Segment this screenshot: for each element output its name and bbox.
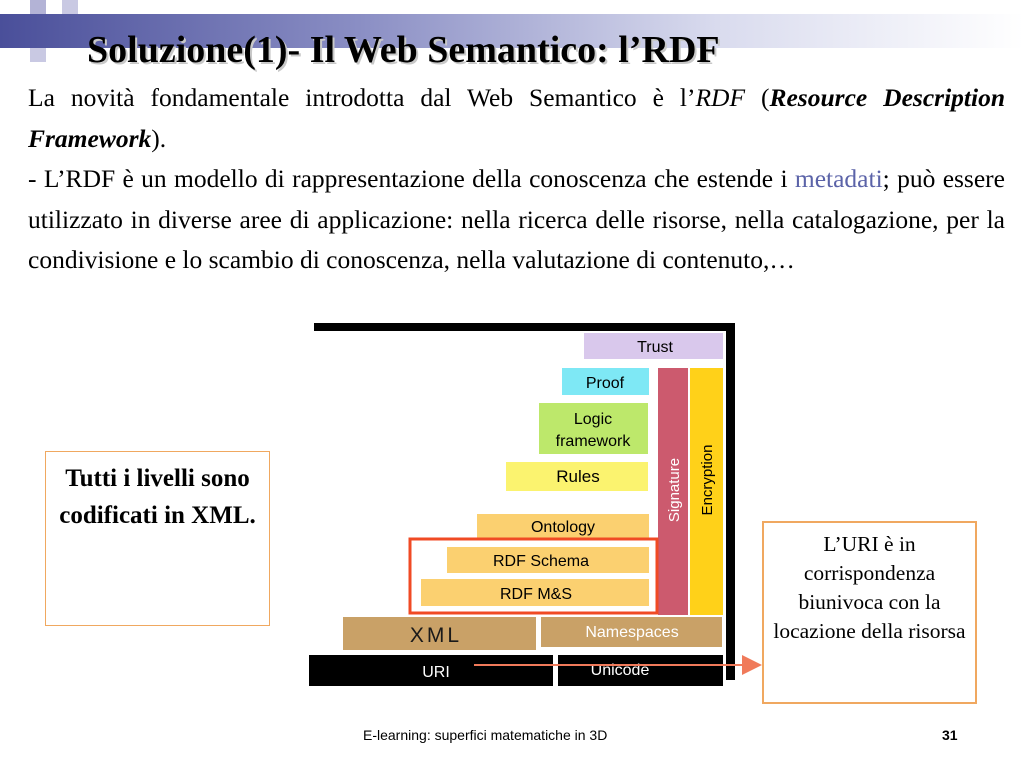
layer-trust-label: Trust — [637, 339, 673, 356]
layer-rules-label: Rules — [556, 467, 599, 486]
layer-xml — [343, 617, 536, 650]
layer-encryption-label: Encryption — [699, 445, 716, 516]
layer-signature — [658, 368, 688, 615]
layer-unicode-label: Unicode — [591, 662, 650, 679]
note-uri: L’URI è in corrispondenza biunivoca con … — [762, 521, 977, 704]
layer-xml-label: XML — [410, 624, 462, 647]
metadati-link[interactable]: metadati — [794, 164, 883, 193]
layer-logic-label-2: framework — [556, 433, 632, 450]
rdf-full-name: Resource Description Framework — [28, 83, 1006, 153]
rdf-term: RDF — [695, 83, 746, 112]
layer-namespaces — [541, 617, 722, 647]
decorative-square — [62, 0, 78, 16]
slide-title: Soluzione(1)- Il Web Semantico: l’RDF — [87, 29, 720, 71]
layer-ontology-label: Ontology — [531, 519, 595, 536]
layer-rdf-schema — [447, 547, 649, 573]
layer-namespaces-label: Namespaces — [585, 624, 678, 641]
decorative-square — [30, 0, 46, 16]
layer-encryption — [690, 368, 723, 615]
layer-signature-label: Signature — [666, 458, 683, 522]
text-run: ; può essere utilizzato in diverse aree … — [28, 164, 1005, 274]
layer-unicode — [558, 655, 723, 686]
layer-logic-label-1: Logic — [574, 411, 612, 428]
text-run: La novità fondamentale introdotta dal We… — [28, 83, 696, 112]
layer-trust — [584, 333, 723, 359]
layer-rdf-ms-label: RDF M&S — [500, 586, 572, 603]
page-number: 31 — [942, 727, 958, 743]
layer-ontology — [477, 514, 649, 538]
layer-rdf-ms — [421, 579, 649, 606]
decorative-square — [30, 46, 46, 62]
paragraph-rdf-intro: La novità fondamentale introdotta dal We… — [28, 78, 1005, 159]
layer-proof-label: Proof — [586, 375, 625, 392]
layer-uri — [309, 655, 553, 686]
paragraph-rdf-description: - L’RDF è un modello di rappresentazione… — [28, 159, 1005, 281]
layer-uri-label: URI — [422, 664, 450, 681]
layer-logic-framework — [539, 403, 648, 454]
footer-text: E-learning: superfici matematiche in 3D — [363, 727, 608, 743]
text-run: ( — [760, 83, 770, 112]
rdf-highlight-frame — [408, 537, 659, 615]
layer-rules — [506, 462, 648, 491]
text-run: ). — [151, 123, 167, 153]
layer-rdf-schema-label: RDF Schema — [493, 553, 589, 570]
title-bar — [0, 14, 1024, 48]
layer-proof — [562, 368, 649, 395]
body-text: La novità fondamentale introdotta dal We… — [28, 78, 1005, 281]
note-xml: Tutti i livelli sono codificati in XML. — [45, 451, 270, 626]
text-run: - L’RDF è un modello di rappresentazione… — [28, 164, 795, 193]
